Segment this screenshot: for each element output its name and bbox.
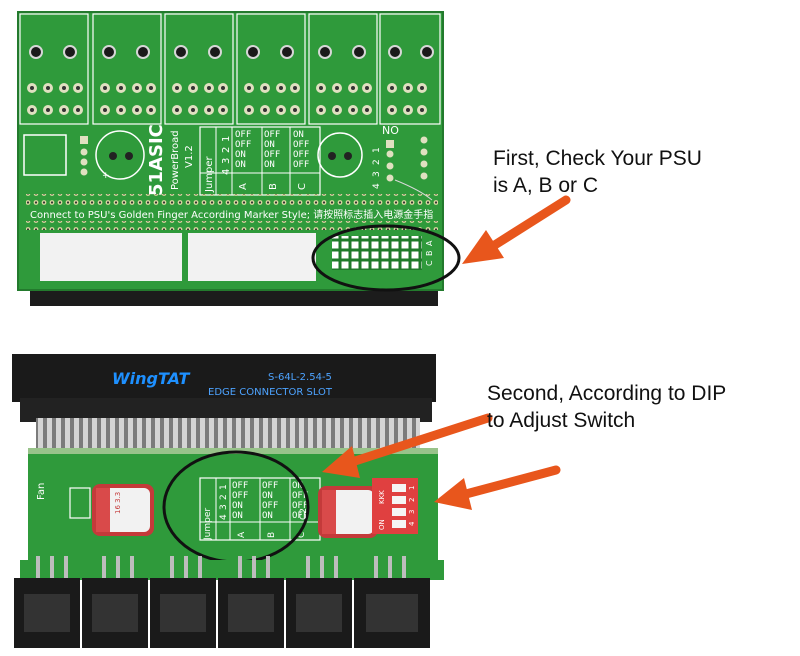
top-jumper-cell: OFF <box>293 160 309 170</box>
bottom-jumper-cell: OFF <box>262 501 278 511</box>
caption-first-line1: First, Check Your PSU <box>493 147 702 170</box>
capacitor-right <box>318 486 378 538</box>
bottom-jumper-cell: ON <box>232 501 243 511</box>
top-board: + 51ASIC PowerBroad V1.2 Jumper 1 2 3 4 … <box>17 11 461 306</box>
slot-model: S-64L-2.54-5 <box>268 372 332 383</box>
bottom-jumper-num: 3 <box>219 504 229 510</box>
psu-grid-circle <box>311 224 461 292</box>
edge-connector-slot <box>12 354 436 402</box>
bottom-jumper-cell: ON <box>232 511 243 521</box>
c2-label: C2 <box>299 508 309 520</box>
top-jumper-cell: OFF <box>264 130 280 140</box>
bottom-jumper-cell: OFF <box>232 481 248 491</box>
caption-second: Second, According to DIP to Adjust Switc… <box>487 380 726 434</box>
svg-text:16 3.3: 16 3.3 <box>114 492 122 514</box>
top-jumper-cell: ON <box>235 150 246 160</box>
top-jumper-cell: OFF <box>293 140 309 150</box>
top-jumper-cell: ON <box>264 160 275 170</box>
fan-label: Fan <box>36 483 47 500</box>
bottom-jumper-num: 1 <box>219 484 229 490</box>
bottom-jumper-col-label: A <box>237 531 247 538</box>
arrow-second-dip <box>434 465 561 510</box>
bottom-jumper-cell: OFF <box>292 501 308 511</box>
top-jumper-title: Jumper <box>204 155 215 193</box>
top-label-pad-mid <box>188 233 316 281</box>
dip-num: 3 <box>408 510 416 514</box>
bottom-jumper-col-label: C <box>297 532 307 538</box>
caption-second-line2: to Adjust Switch <box>487 409 636 432</box>
top-jumper-cell: ON <box>264 140 275 150</box>
caption-first: First, Check Your PSU is A, B or C <box>493 145 702 199</box>
bottom-jumper-num: 4 <box>219 514 229 520</box>
psu-label: B <box>425 251 434 257</box>
caption-first-line2: is A, B or C <box>493 174 599 197</box>
bottom-jumper-col-label: B <box>267 532 277 538</box>
psu-style-grid: A B C <box>332 236 434 270</box>
top-brand: 51ASIC <box>146 124 167 196</box>
top-power-blocks <box>19 13 441 125</box>
top-capacitor-footprint <box>95 130 145 180</box>
top-jumper-cell: OFF <box>235 130 251 140</box>
top-instruction: Connect to PSU's Golden Finger According… <box>30 208 433 221</box>
top-pin-num: 4 <box>372 183 382 189</box>
top-pin-num: 3 <box>372 171 382 177</box>
top-pin-num: 2 <box>372 159 382 165</box>
bottom-jumper-cell: OFF <box>232 491 248 501</box>
psu-label: A <box>425 240 434 246</box>
top-jumper-num: 2 <box>221 147 232 153</box>
dip-switch: ON KKK 1 2 3 4 <box>372 478 418 534</box>
psu-label: C <box>425 260 434 266</box>
top-jumper-cell: ON <box>235 160 246 170</box>
bottom-jumper-table: Jumper 1 2 3 4 OFF OFF ON ON OFF ON OFF … <box>199 477 321 541</box>
top-jumper-col-label: C <box>297 183 308 190</box>
dip-num: 1 <box>408 486 416 490</box>
bottom-jumper-cell: OFF <box>292 491 308 501</box>
top-jumper-cell: ON <box>293 130 304 140</box>
top-jumper-cell: OFF <box>264 150 280 160</box>
bottom-jumper-title: Jumper <box>203 508 213 541</box>
arrow-second-jumper <box>322 413 493 478</box>
arrow-first <box>462 195 571 264</box>
bottom-jumper-cell: OFF <box>292 511 308 521</box>
top-jumper-cell: OFF <box>293 150 309 160</box>
bottom-jumper-cell: ON <box>262 511 273 521</box>
capacitor-left: 16 3.3 <box>92 484 154 536</box>
top-version: V1.2 <box>184 145 195 168</box>
bottom-power-connectors <box>14 556 444 648</box>
top-jumper-num: 3 <box>221 158 232 164</box>
top-jumper-num: 1 <box>221 136 232 142</box>
svg-text:+: + <box>102 171 110 181</box>
dip-num: 2 <box>408 498 416 502</box>
dip-on-label: ON <box>378 519 386 530</box>
top-jumper-col-label: A <box>238 183 249 190</box>
top-label-pad-left <box>40 233 182 281</box>
bottom-jumper-cell: OFF <box>262 481 278 491</box>
top-jumper-cell: OFF <box>235 140 251 150</box>
bottom-jumper-cell: ON <box>262 491 273 501</box>
bottom-jumper-cell: ON <box>292 481 303 491</box>
top-footprint <box>23 134 67 176</box>
top-no-label: NO <box>382 124 399 137</box>
bottom-board: WingTAT S-64L-2.54-5 EDGE CONNECTOR SLOT… <box>12 354 444 648</box>
dip-num: 4 <box>408 521 416 526</box>
top-jumper-col-label: B <box>268 183 279 190</box>
slot-name: EDGE CONNECTOR SLOT <box>208 387 333 398</box>
dip-kk-label: KKK <box>378 490 386 504</box>
top-jumper-table: Jumper 1 2 3 4 OFF OFF ON ON OFF ON OFF … <box>199 126 321 196</box>
top-product: PowerBroad <box>170 130 181 190</box>
slot-brand: WingTAT <box>112 369 191 388</box>
bottom-jumper-num: 2 <box>219 494 229 500</box>
top-jumper-num: 4 <box>221 169 232 175</box>
top-pin-num: 1 <box>372 147 382 153</box>
caption-second-line1: Second, According to DIP <box>487 382 727 405</box>
